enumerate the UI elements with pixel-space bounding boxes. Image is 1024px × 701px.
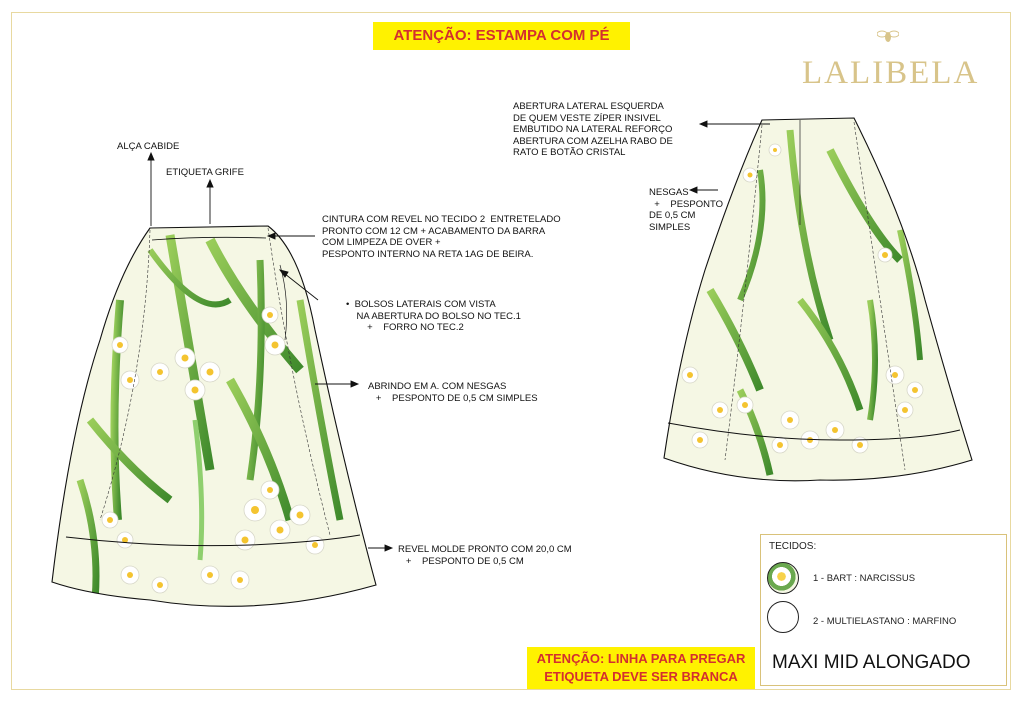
- label-thread-warning-banner: ATENÇÃO: LINHA PARA PREGAR ETIQUETA DEVE…: [527, 647, 755, 689]
- model-name: MAXI MID ALONGADO: [772, 652, 971, 673]
- fabric-2-swatch: [767, 601, 799, 633]
- note-nesgas: NESGAS + PESPONTO DE 0,5 CM SIMPLES: [649, 187, 724, 233]
- bee-icon: [877, 30, 899, 42]
- fabric-1-swatch: [767, 562, 799, 594]
- fabric-1-label: 1 - BART : NARCISSUS: [813, 573, 916, 584]
- legend-title: TECIDOS:: [769, 541, 817, 552]
- print-warning-banner: ATENÇÃO: ESTAMPA COM PÉ: [373, 22, 630, 50]
- front-skirt: [51, 225, 377, 607]
- drawing-frame: [11, 12, 1011, 690]
- callout-arrows: [147, 120, 770, 552]
- fabric-legend: TECIDOS: 1 - BART : NARCISSUS 2 - MULTIE…: [760, 534, 1007, 686]
- note-abertura-lateral: ABERTURA LATERAL ESQUERDA DE QUEM VESTE …: [513, 101, 673, 158]
- note-bolsos: • BOLSOS LATERAIS COM VISTA NA ABERTURA …: [346, 299, 521, 333]
- note-cintura: CINTURA COM REVEL NO TECIDO 2 ENTRETELAD…: [322, 214, 561, 260]
- note-abrindo: ABRINDO EM A. COM NESGAS + PESPONTO DE 0…: [368, 381, 538, 404]
- fabric-2-label: 2 - MULTIELASTANO : MARFINO: [813, 616, 957, 627]
- note-alca-cabide: ALÇA CABIDE: [117, 141, 180, 152]
- brand-logo: LALIBELA: [802, 55, 980, 91]
- note-revel: REVEL MOLDE PRONTO COM 20,0 CM + PESPONT…: [398, 544, 572, 567]
- note-etiqueta-grife: ETIQUETA GRIFE: [166, 167, 244, 178]
- back-skirt: [663, 117, 973, 482]
